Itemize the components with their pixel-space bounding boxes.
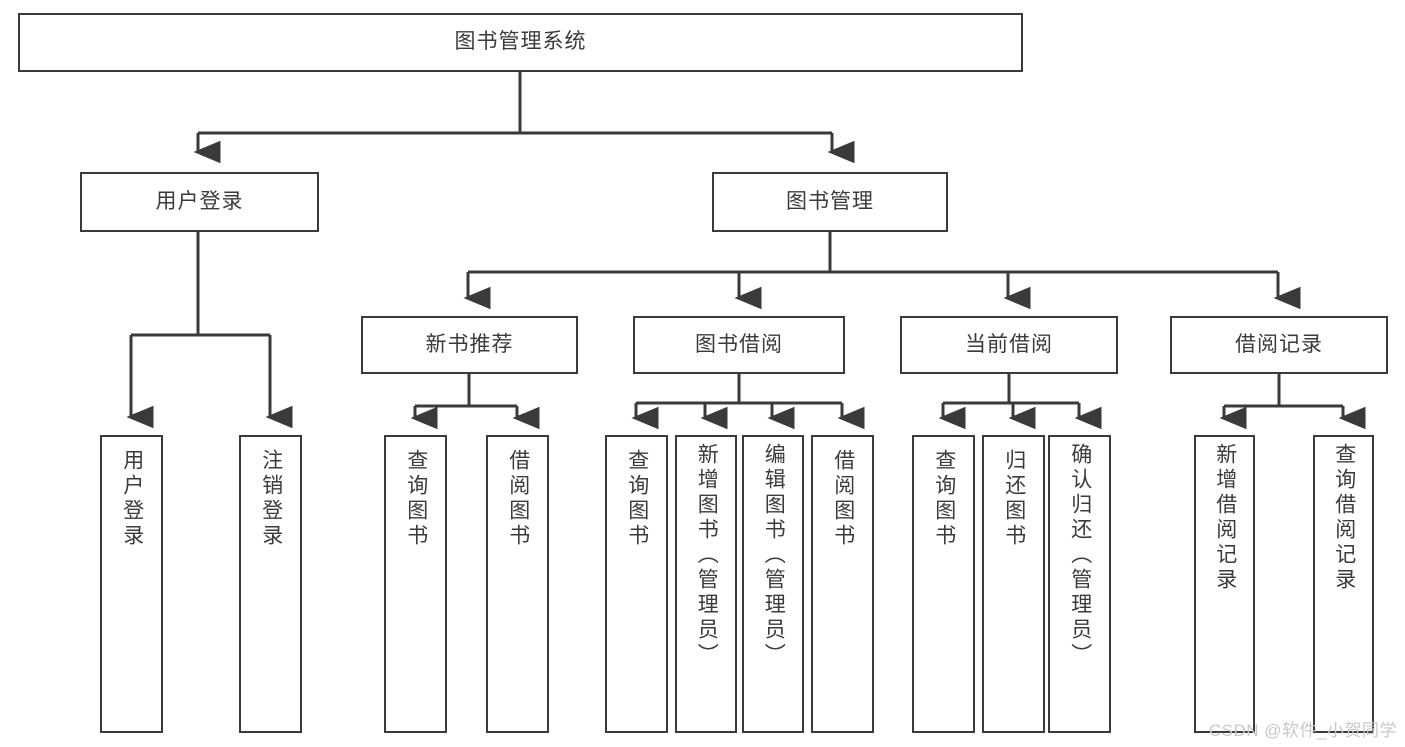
node-leaf-borrow-book-2[interactable]: 借阅图书 <box>811 435 874 733</box>
node-leaf-query-book-1[interactable]: 查询图书 <box>384 435 447 733</box>
node-leaf-add-book[interactable]: 新增图书（管理员） <box>675 435 737 733</box>
node-leaf-borrow-book-1-label: 借阅图书 <box>506 449 530 549</box>
node-leaf-return-book[interactable]: 归还图书 <box>982 435 1045 733</box>
node-leaf-return-book-label: 归还图书 <box>1002 449 1026 549</box>
watermark: CSDN @软件_小贺同学 <box>1208 721 1397 740</box>
node-leaf-borrow-book-2-label: 借阅图书 <box>831 449 855 549</box>
node-leaf-add-record-label: 新增借阅记录 <box>1213 443 1237 593</box>
node-leaf-user-login-label: 用户登录 <box>120 449 144 549</box>
node-leaf-query-record[interactable]: 查询借阅记录 <box>1313 435 1374 733</box>
node-leaf-query-book-2[interactable]: 查询图书 <box>605 435 668 733</box>
node-leaf-query-book-1-label: 查询图书 <box>404 449 428 549</box>
node-leaf-edit-book-label: 编辑图书（管理员） <box>762 443 786 668</box>
node-leaf-query-book-2-label: 查询图书 <box>625 449 649 549</box>
node-user-login-label: 用户登录 <box>155 189 244 213</box>
node-leaf-query-book-3[interactable]: 查询图书 <box>912 435 975 733</box>
node-leaf-edit-book[interactable]: 编辑图书（管理员） <box>742 435 804 733</box>
node-current-borrow[interactable]: 当前借阅 <box>900 316 1118 374</box>
node-borrow-record-label: 借阅记录 <box>1235 332 1323 356</box>
node-book-manage-label: 图书管理 <box>786 189 874 213</box>
node-book-borrow-label: 图书借阅 <box>695 332 783 356</box>
node-book-manage[interactable]: 图书管理 <box>712 172 948 232</box>
node-leaf-borrow-book-1[interactable]: 借阅图书 <box>486 435 549 733</box>
node-leaf-confirm-return-label: 确认归还（管理员） <box>1068 443 1092 668</box>
node-root-label: 图书管理系统 <box>454 30 587 54</box>
node-current-borrow-label: 当前借阅 <box>965 332 1053 356</box>
node-root[interactable]: 图书管理系统 <box>18 13 1023 72</box>
node-leaf-add-record[interactable]: 新增借阅记录 <box>1194 435 1255 733</box>
node-leaf-confirm-return[interactable]: 确认归还（管理员） <box>1048 435 1111 733</box>
node-book-borrow[interactable]: 图书借阅 <box>633 316 845 374</box>
node-borrow-record[interactable]: 借阅记录 <box>1170 316 1388 374</box>
node-new-book-recommend[interactable]: 新书推荐 <box>361 316 578 374</box>
node-user-login[interactable]: 用户登录 <box>80 172 319 232</box>
node-new-book-recommend-label: 新书推荐 <box>425 332 514 356</box>
node-leaf-user-logout-label: 注销登录 <box>259 449 283 549</box>
node-leaf-query-book-3-label: 查询图书 <box>932 449 956 549</box>
node-leaf-user-login[interactable]: 用户登录 <box>100 435 163 733</box>
node-leaf-query-record-label: 查询借阅记录 <box>1332 443 1356 593</box>
node-leaf-user-logout[interactable]: 注销登录 <box>239 435 302 733</box>
node-leaf-add-book-label: 新增图书（管理员） <box>695 443 719 668</box>
